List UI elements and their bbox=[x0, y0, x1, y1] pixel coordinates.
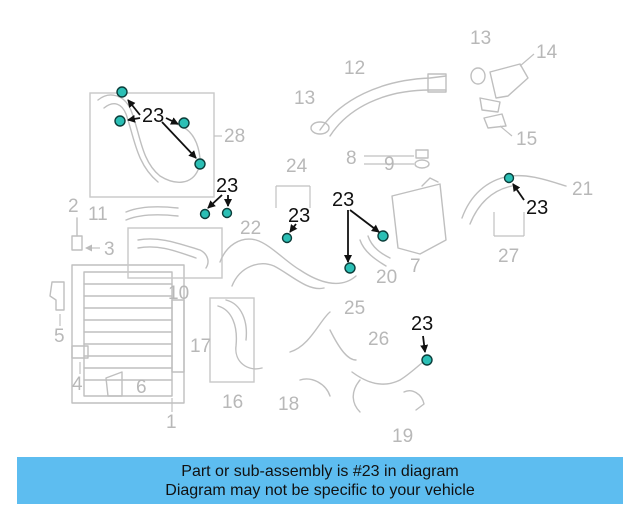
callout-4: 4 bbox=[72, 374, 83, 395]
callout-3: 3 bbox=[104, 239, 115, 260]
thermostat-housing bbox=[479, 63, 529, 113]
coolant-pipe bbox=[319, 73, 447, 137]
clamp-23-group-mid-left: 23 bbox=[199, 175, 238, 220]
callout-12: 12 bbox=[344, 58, 365, 79]
part-23-label-reservoir: 23 bbox=[332, 189, 354, 211]
callout-24: 24 bbox=[286, 156, 308, 177]
callout-13-left: 13 bbox=[294, 88, 315, 109]
group-box-16 bbox=[209, 297, 255, 383]
highlighted-clamp bbox=[377, 230, 389, 242]
highlighted-clamp bbox=[114, 115, 126, 127]
callout-21: 21 bbox=[572, 179, 593, 200]
callout-27: 27 bbox=[498, 246, 519, 267]
reservoir-hose bbox=[359, 235, 391, 267]
bolt-and-washer bbox=[364, 149, 430, 169]
part-23-label-upper-left: 23 bbox=[142, 105, 164, 127]
group-box-28 bbox=[89, 92, 215, 198]
part-23-label-center: 23 bbox=[288, 205, 310, 227]
highlighted-clamp bbox=[221, 207, 233, 219]
lower-mount bbox=[71, 345, 89, 359]
heater-pipe bbox=[351, 357, 429, 413]
lower-bracket bbox=[105, 371, 123, 397]
callout-8: 8 bbox=[346, 148, 357, 169]
callout-26: 26 bbox=[368, 329, 389, 350]
part-23-label-right: 23 bbox=[526, 197, 548, 219]
highlighted-clamp bbox=[281, 232, 293, 244]
callout-15: 15 bbox=[516, 129, 537, 150]
callout-5: 5 bbox=[54, 326, 65, 347]
clamp-23-group-upper-left: 23 bbox=[114, 86, 206, 170]
callout-2: 2 bbox=[68, 196, 79, 217]
callout-28: 28 bbox=[224, 126, 245, 147]
callout-17: 17 bbox=[190, 336, 211, 357]
callout-9: 9 bbox=[384, 154, 395, 175]
clamp-13-left bbox=[310, 121, 330, 135]
gasket bbox=[483, 113, 507, 129]
callout-13-right: 13 bbox=[470, 28, 491, 49]
clamp-23-group-reservoir: 23 bbox=[332, 189, 389, 274]
callout-11: 11 bbox=[88, 204, 108, 225]
hose-18 bbox=[299, 378, 331, 397]
callout-6: 6 bbox=[136, 377, 147, 398]
clamp-23-group-center: 23 bbox=[281, 205, 310, 244]
banner-line-1: Part or sub-assembly is #23 in diagram bbox=[181, 462, 459, 480]
drain-plug bbox=[71, 217, 83, 251]
bypass-hose bbox=[125, 206, 179, 221]
callout-25: 25 bbox=[344, 298, 365, 319]
callout-7: 7 bbox=[410, 256, 421, 277]
callout-20: 20 bbox=[376, 267, 397, 288]
coolant-reservoir bbox=[391, 177, 447, 255]
banner-line-2: Diagram may not be specific to your vehi… bbox=[165, 481, 475, 499]
highlighted-clamp bbox=[199, 208, 211, 220]
highlighted-clamp bbox=[344, 262, 356, 274]
info-banner: Part or sub-assembly is #23 in diagram D… bbox=[17, 457, 623, 504]
return-line bbox=[289, 311, 357, 361]
water-pipe bbox=[217, 299, 263, 370]
clamp-23-group-right: 23 bbox=[503, 172, 548, 219]
clamp-13-right bbox=[470, 67, 486, 85]
parts-diagram: 1 2 3 4 5 6 10 11 28 bbox=[49, 28, 593, 447]
clamp-23-group-lower-right: 23 bbox=[411, 313, 433, 366]
part-23-label-lower-right: 23 bbox=[411, 313, 433, 335]
callout-19: 19 bbox=[392, 426, 413, 447]
callout-1: 1 bbox=[166, 412, 177, 433]
part-23-label-mid-left: 23 bbox=[216, 175, 238, 197]
side-bracket bbox=[49, 281, 65, 311]
highlighted-clamp bbox=[421, 354, 433, 366]
highlighted-clamp bbox=[503, 172, 515, 184]
highlighted-clamp bbox=[116, 86, 128, 98]
highlighted-clamp bbox=[194, 158, 206, 170]
hose-19 bbox=[403, 390, 425, 411]
callout-16: 16 bbox=[222, 392, 243, 413]
lower-hose bbox=[137, 238, 209, 269]
highlighted-clamp bbox=[178, 117, 190, 129]
coolant-line bbox=[219, 185, 357, 290]
callout-22: 22 bbox=[240, 218, 261, 239]
callout-18: 18 bbox=[278, 394, 299, 415]
callout-10: 10 bbox=[168, 283, 189, 304]
group-box-10 bbox=[127, 227, 223, 279]
callout-14: 14 bbox=[536, 42, 558, 63]
